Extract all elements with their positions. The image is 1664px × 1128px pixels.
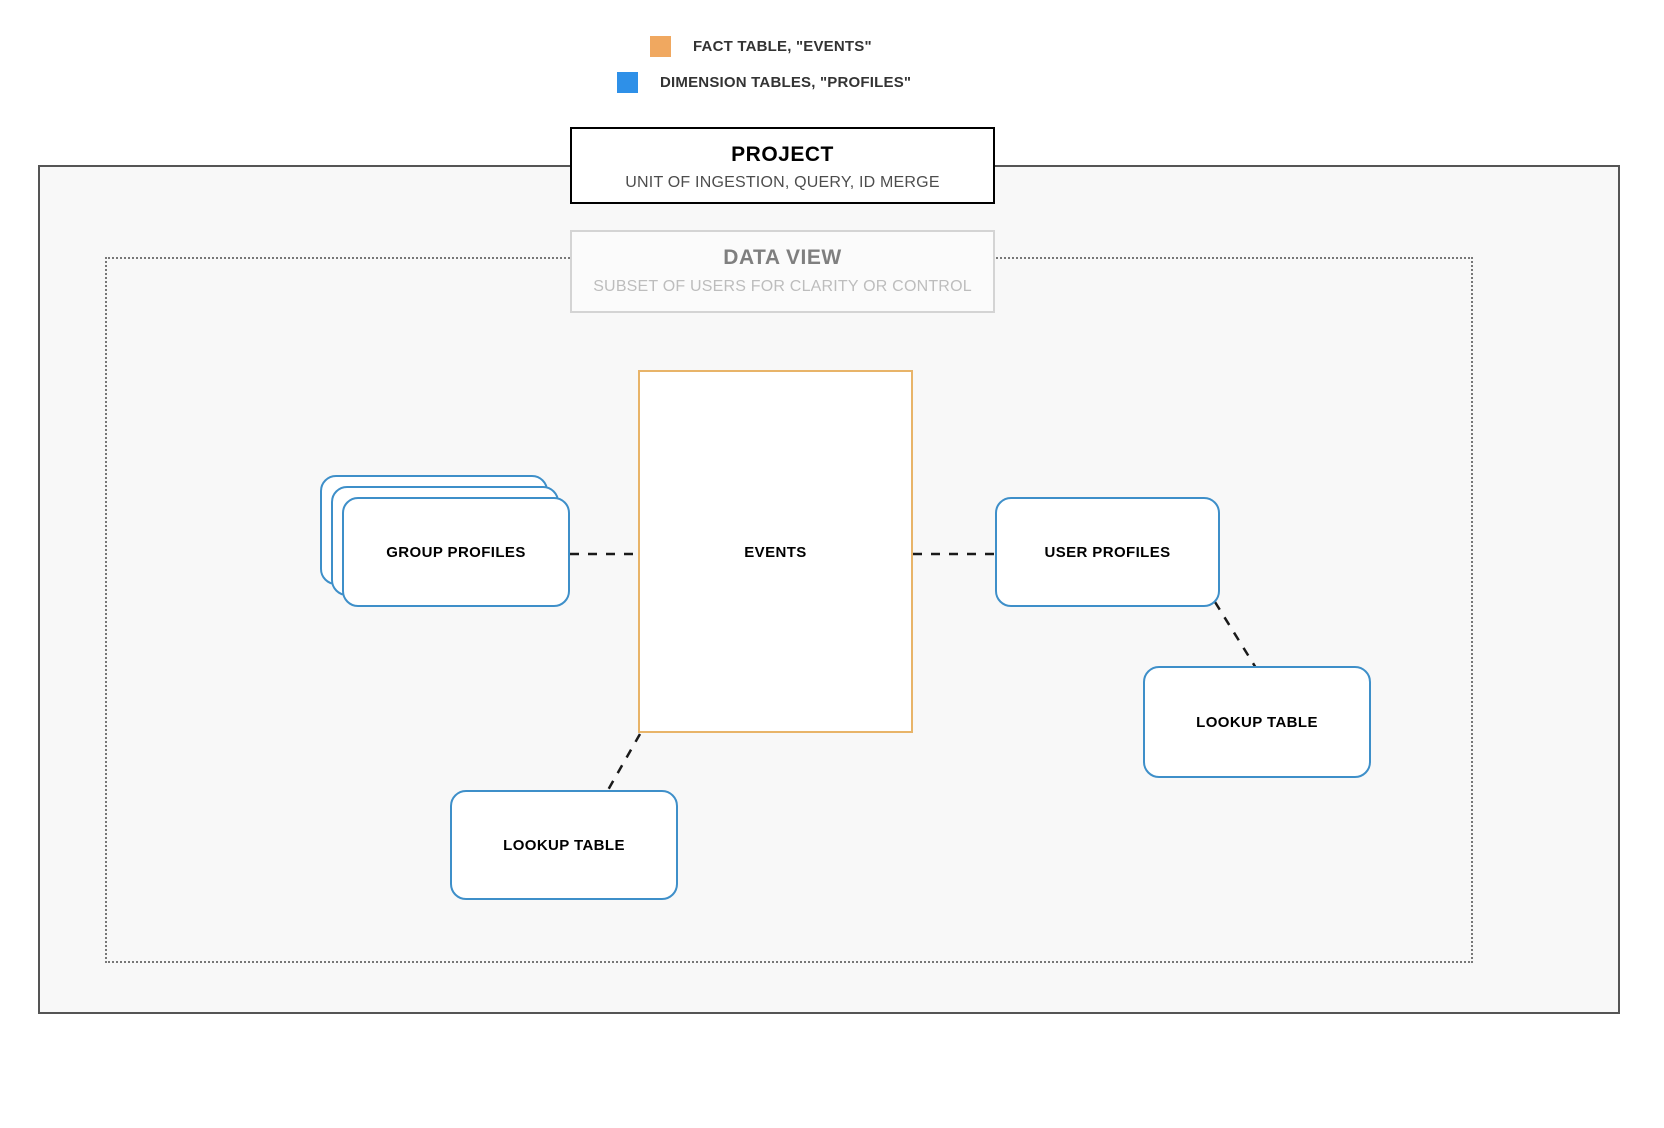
data-view-card: DATA VIEW SUBSET OF USERS FOR CLARITY OR… xyxy=(570,230,995,313)
events-fact-table-node[interactable]: EVENTS xyxy=(638,370,913,733)
lookup-table-left-label: LOOKUP TABLE xyxy=(503,836,625,854)
data-view-subtitle: SUBSET OF USERS FOR CLARITY OR CONTROL xyxy=(593,278,972,295)
lookup-table-left-node[interactable]: LOOKUP TABLE xyxy=(450,790,678,900)
legend-swatch-blue-icon xyxy=(617,72,638,93)
legend-item-dimension-tables: DIMENSION TABLES, "PROFILES" xyxy=(617,72,911,93)
project-subtitle: UNIT OF INGESTION, QUERY, ID MERGE xyxy=(625,174,940,191)
group-profiles-stack-layer-front: GROUP PROFILES xyxy=(342,497,570,607)
lookup-table-right-label: LOOKUP TABLE xyxy=(1196,713,1318,731)
user-profiles-label: USER PROFILES xyxy=(1044,543,1171,561)
legend-label-dimension-tables: DIMENSION TABLES, "PROFILES" xyxy=(660,74,912,91)
project-title: PROJECT xyxy=(731,143,834,166)
events-label: EVENTS xyxy=(744,544,807,561)
legend-item-fact-table: FACT TABLE, "EVENTS" xyxy=(650,36,872,57)
group-profiles-node[interactable]: GROUP PROFILES xyxy=(320,475,570,607)
legend-swatch-orange-icon xyxy=(650,36,671,57)
lookup-table-right-node[interactable]: LOOKUP TABLE xyxy=(1143,666,1371,778)
project-card: PROJECT UNIT OF INGESTION, QUERY, ID MER… xyxy=(570,127,995,204)
user-profiles-node[interactable]: USER PROFILES xyxy=(995,497,1220,607)
group-profiles-label: GROUP PROFILES xyxy=(386,543,526,561)
legend-label-fact-table: FACT TABLE, "EVENTS" xyxy=(693,38,872,55)
data-view-title: DATA VIEW xyxy=(723,246,842,269)
